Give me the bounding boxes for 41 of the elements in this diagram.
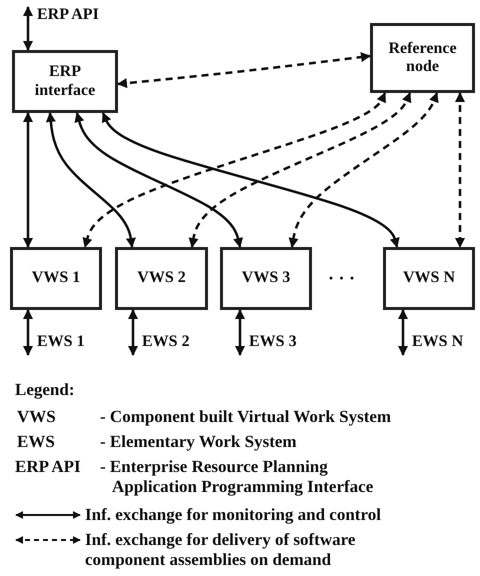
box-label: Reference node (387, 40, 458, 76)
arrow (235, 309, 245, 356)
box-label: VWS 3 (242, 269, 290, 288)
dashed-arrow (117, 52, 371, 88)
arrow (128, 309, 138, 356)
arrow (23, 6, 33, 51)
ellipsis-mark: · · · (328, 268, 356, 290)
arrow (23, 112, 33, 248)
system-box (10, 247, 102, 310)
legend-text: Inf. exchange for monitoring and control (85, 505, 382, 526)
arrow (23, 309, 33, 356)
legend-definition: - Elementary Work System (100, 432, 298, 452)
box-label: VWS N (402, 269, 455, 288)
system-box (383, 247, 475, 310)
legend-abbreviation: EWS (17, 432, 55, 452)
legend-abbreviation: VWS (17, 407, 56, 428)
system-box (115, 247, 208, 310)
dashed-arrow (188, 92, 412, 248)
arrow (74, 112, 243, 248)
legend-definition: - Component built Virtual Work System (100, 407, 392, 428)
legend-abbreviation: ERP API (15, 457, 81, 478)
dashed-arrow (455, 92, 465, 248)
legend-text: Inf. exchange for delivery of software component assemblies on demand (85, 530, 356, 571)
system-label: EWS 1 (28, 333, 98, 355)
dashed-arrow (288, 92, 439, 248)
dashed-arrow (82, 92, 386, 248)
system-label: EWS 2 (133, 333, 203, 355)
box-label: VWS 2 (137, 269, 186, 288)
system-label: EWS N (403, 333, 475, 355)
box-label: ERP interface (34, 63, 96, 100)
legend-definition: - Enterprise Resource Planning Application Programming Interface (100, 457, 374, 498)
system-box (12, 50, 118, 113)
arrow (46, 112, 136, 248)
system-box (220, 247, 312, 310)
system-label: ERP API (28, 6, 114, 30)
system-label: EWS 3 (240, 333, 310, 355)
arrow (398, 309, 408, 356)
legend-heading: Legend: (15, 380, 74, 400)
box-label: VWS 1 (32, 269, 80, 288)
system-box (370, 23, 475, 93)
arrow (102, 112, 400, 248)
